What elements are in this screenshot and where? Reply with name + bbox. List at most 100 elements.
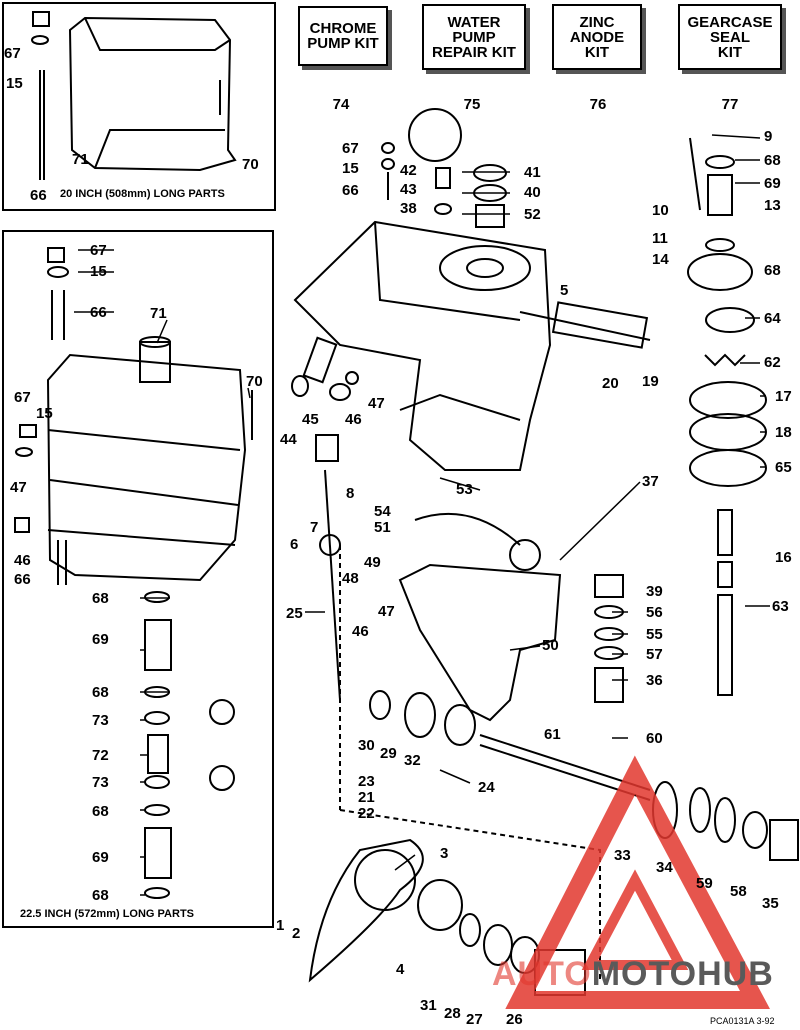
part-label-7: 7 [310,519,319,536]
part-label-67: 67 [4,45,21,62]
kit-number-77: 77 [721,96,739,113]
part-label-47: 47 [368,395,385,412]
part-label-57: 57 [646,646,663,663]
part-label-72: 72 [92,747,109,764]
part-label-42: 42 [400,162,417,179]
part-label-67: 67 [14,389,31,406]
part-label-32: 32 [404,752,421,769]
part-label-66: 66 [14,571,31,588]
part-label-14: 14 [652,251,669,268]
part-label-50: 50 [542,637,559,654]
part-label-23: 23 [358,773,375,790]
part-label-11: 11 [652,230,668,247]
part-label-8: 8 [346,485,355,502]
part-label-24: 24 [478,779,495,796]
part-label-66: 66 [90,304,107,321]
part-label-68: 68 [764,262,781,279]
part-label-2: 2 [292,925,301,942]
part-label-30: 30 [358,737,375,754]
part-label-10: 10 [652,202,669,219]
part-label-68: 68 [764,152,781,169]
part-label-16: 16 [775,549,792,566]
part-label-19: 19 [642,373,659,390]
part-label-69: 69 [92,849,109,866]
top-inset-caption: 20 INCH (508mm) LONG PARTS [60,188,225,200]
kit-number-76: 76 [589,96,607,113]
part-label-66: 66 [342,182,359,199]
part-label-1: 1 [276,917,285,934]
part-label-64: 64 [764,310,781,327]
part-label-27: 27 [466,1011,483,1028]
watermark-logo [505,755,770,1009]
part-label-48: 48 [342,570,359,587]
part-label-33: 33 [614,847,631,864]
part-label-13: 13 [764,197,781,214]
part-label-4: 4 [396,961,405,978]
gearcase-body [398,563,562,722]
part-label-73: 73 [92,712,109,729]
kit-box-water-pump-repair: WATER PUMP REPAIR KIT [422,4,526,70]
part-label-39: 39 [646,583,663,600]
propeller [308,838,424,983]
part-label-68: 68 [92,887,109,904]
part-label-18: 18 [775,424,792,441]
part-label-26: 26 [506,1011,523,1028]
part-label-20: 20 [602,375,619,392]
part-label-68: 68 [92,803,109,820]
part-label-28: 28 [444,1005,461,1022]
part-label-66: 66 [30,187,47,204]
top-inset-frame [2,2,276,211]
part-label-71: 71 [150,305,167,322]
watermark-prefix: AUTO [492,955,592,993]
part-label-60: 60 [646,730,663,747]
part-label-70: 70 [242,156,259,173]
kit-box-zinc-anode: ZINC ANODE KIT [552,4,642,70]
part-label-6: 6 [290,536,299,553]
part-label-41: 41 [524,164,541,181]
part-label-65: 65 [775,459,792,476]
part-label-52: 52 [524,206,541,223]
part-label-59: 59 [696,875,713,892]
part-label-71: 71 [72,151,89,168]
part-label-31: 31 [420,997,437,1014]
part-label-47: 47 [378,603,395,620]
part-label-15: 15 [342,160,359,177]
part-label-61: 61 [544,726,561,743]
kit-box-gearcase-seal: GEARCASE SEAL KIT [678,4,782,70]
part-label-46: 46 [345,411,362,428]
part-label-9: 9 [764,128,773,145]
part-label-51: 51 [374,519,391,536]
part-label-53: 53 [456,481,473,498]
top-inset-housing [68,16,237,172]
kit-number-75: 75 [463,96,481,113]
part-label-15: 15 [6,75,23,92]
part-label-46: 46 [352,623,369,640]
part-label-35: 35 [762,895,779,912]
part-label-47: 47 [10,479,27,496]
part-label-17: 17 [775,388,792,405]
part-label-63: 63 [772,598,789,615]
part-label-67: 67 [342,140,359,157]
part-label-69: 69 [92,631,109,648]
part-label-40: 40 [524,184,541,201]
part-label-15: 15 [90,263,107,280]
part-label-46: 46 [14,552,31,569]
part-label-68: 68 [92,590,109,607]
part-label-49: 49 [364,554,381,571]
kit-box-chrome-pump: CHROME PUMP KIT [298,6,388,66]
part-label-21: 21 [358,789,375,806]
watermark-suffix: MOTOHUB [591,955,774,993]
part-label-29: 29 [380,745,397,762]
part-label-5: 5 [560,282,569,299]
part-label-58: 58 [730,883,747,900]
left-inset-caption: 22.5 INCH (572mm) LONG PARTS [20,908,195,920]
part-label-62: 62 [764,354,781,371]
part-label-67: 67 [90,242,107,259]
part-label-43: 43 [400,181,417,198]
propeller-shaft [479,734,651,791]
left-inset-frame [2,230,274,928]
part-label-44: 44 [280,431,297,448]
part-label-25: 25 [286,605,303,622]
part-label-54: 54 [374,503,391,520]
